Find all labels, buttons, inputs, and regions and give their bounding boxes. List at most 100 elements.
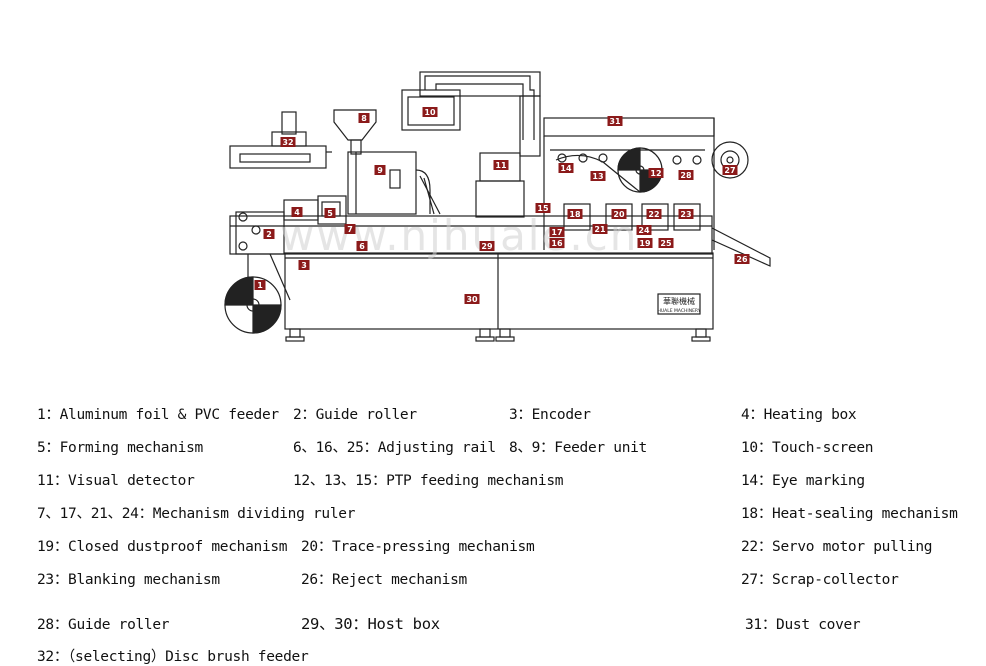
part-marker-box <box>734 254 750 264</box>
part-marker-label: 3 <box>301 261 307 270</box>
part-marker-box <box>607 116 623 126</box>
part-marker-label: 19 <box>639 239 651 248</box>
part-marker-box <box>637 238 653 248</box>
part-marker-label: 18 <box>569 210 581 219</box>
disc-brush-feeder <box>229 111 332 169</box>
machine-base-cabinet <box>284 252 714 330</box>
part-marker-box <box>280 137 296 147</box>
part-marker-box <box>590 171 606 181</box>
part-marker-box <box>464 294 480 304</box>
part-marker-label: 5 <box>327 209 333 218</box>
legend-item: 1：Aluminum foil & PVC feeder <box>37 407 279 423</box>
part-marker-box <box>592 224 608 234</box>
legend-item: 12、13、15：PTP feeding mechanism <box>293 473 564 489</box>
part-marker-box <box>722 165 738 175</box>
part-marker-label: 17 <box>551 228 562 237</box>
nameplate-line2: HUALE MACHINERY <box>657 308 700 314</box>
legend-item: 2：Guide roller <box>293 407 417 423</box>
touch-screen <box>401 89 461 131</box>
part-marker-box <box>358 113 370 123</box>
part-marker-label: 21 <box>594 225 606 234</box>
part-marker-box <box>422 107 438 117</box>
legend-item: 6、16、25：Adjusting rail <box>293 440 496 456</box>
legend-item: 8、9：Feeder unit <box>509 440 647 456</box>
part-marker-label: 2 <box>266 230 272 239</box>
part-marker-label: 12 <box>650 169 661 178</box>
part-marker-label: 27 <box>724 166 735 175</box>
feeder-unit <box>347 151 417 215</box>
part-marker-label: 10 <box>424 108 436 117</box>
part-marker-label: 11 <box>495 161 507 170</box>
scrap-collector-wheel <box>711 141 749 179</box>
part-marker-label: 31 <box>609 117 621 126</box>
foil-reel <box>224 276 282 334</box>
part-marker-box <box>298 260 310 270</box>
work-table <box>229 215 713 255</box>
watermark: www.njhuale.cn <box>280 211 638 260</box>
legend-item: 10：Touch-screen <box>741 440 874 456</box>
part-marker-box <box>611 209 627 219</box>
part-marker-box <box>493 160 509 170</box>
legend-item: 14：Eye marking <box>741 473 865 489</box>
legend-item: 20：Trace-pressing mechanism <box>301 539 535 555</box>
legend-item: 31：Dust cover <box>745 617 861 633</box>
legend-item: 27：Scrap-collector <box>741 572 899 588</box>
part-marker-label: 20 <box>613 210 625 219</box>
legend-item: 29、30：Host box <box>301 615 440 633</box>
legend-item: 19：Closed dustproof mechanism <box>37 539 288 555</box>
forming-box <box>317 195 347 225</box>
part-marker-box <box>263 229 275 239</box>
part-marker-label: 23 <box>680 210 691 219</box>
part-marker-box <box>558 163 574 173</box>
part-marker-box <box>479 241 495 251</box>
part-marker-box <box>678 170 694 180</box>
part-marker-label: 30 <box>466 295 478 304</box>
part-marker-label: 32 <box>282 138 293 147</box>
legend-item: 28：Guide roller <box>37 617 170 633</box>
part-marker-box <box>646 209 662 219</box>
part-marker-label: 7 <box>347 225 353 234</box>
reject-chute <box>711 227 771 267</box>
legend-item: 23：Blanking mechanism <box>37 572 220 588</box>
part-marker-box <box>356 241 368 251</box>
legend-item: 18：Heat-sealing mechanism <box>741 506 958 522</box>
part-marker-box <box>535 203 551 213</box>
part-marker-label: 6 <box>359 242 365 251</box>
part-marker-box <box>549 227 565 237</box>
part-marker-box <box>658 238 674 248</box>
part-marker-box <box>344 224 356 234</box>
part-marker-label: 1 <box>257 281 263 290</box>
part-marker-label: 29 <box>481 242 493 251</box>
part-marker-label: 26 <box>736 255 748 264</box>
legend-item: 5：Forming mechanism <box>37 440 203 456</box>
part-marker-label: 24 <box>638 226 650 235</box>
hopper <box>333 109 377 141</box>
part-marker-box <box>648 168 664 178</box>
part-marker-box <box>374 165 386 175</box>
legend-item: 26：Reject mechanism <box>301 572 467 588</box>
part-marker-box <box>636 225 652 235</box>
nameplate-line1: 華聯機械 <box>663 296 695 306</box>
part-marker-box <box>549 238 565 248</box>
part-marker-box <box>324 208 336 218</box>
part-marker-box <box>567 209 583 219</box>
legend-item: 11：Visual detector <box>37 473 195 489</box>
part-marker-label: 14 <box>560 164 572 173</box>
part-marker-label: 25 <box>660 239 672 248</box>
dust-cover <box>543 117 715 137</box>
legend-item: 22：Servo motor pulling <box>741 539 933 555</box>
machine-feet <box>285 328 711 342</box>
legend-item: 32：（selecting）Disc brush feeder <box>37 649 309 665</box>
part-marker-label: 28 <box>680 171 692 180</box>
part-marker-box <box>254 280 266 290</box>
part-marker-label: 4 <box>294 208 300 217</box>
part-marker-label: 16 <box>551 239 563 248</box>
part-marker-label: 8 <box>361 114 367 123</box>
legend-item: 4：Heating box <box>741 407 857 423</box>
part-marker-box <box>678 209 694 219</box>
part-marker-label: 15 <box>537 204 549 213</box>
part-marker-label: 13 <box>592 172 603 181</box>
legend-item: 3：Encoder <box>509 407 591 423</box>
